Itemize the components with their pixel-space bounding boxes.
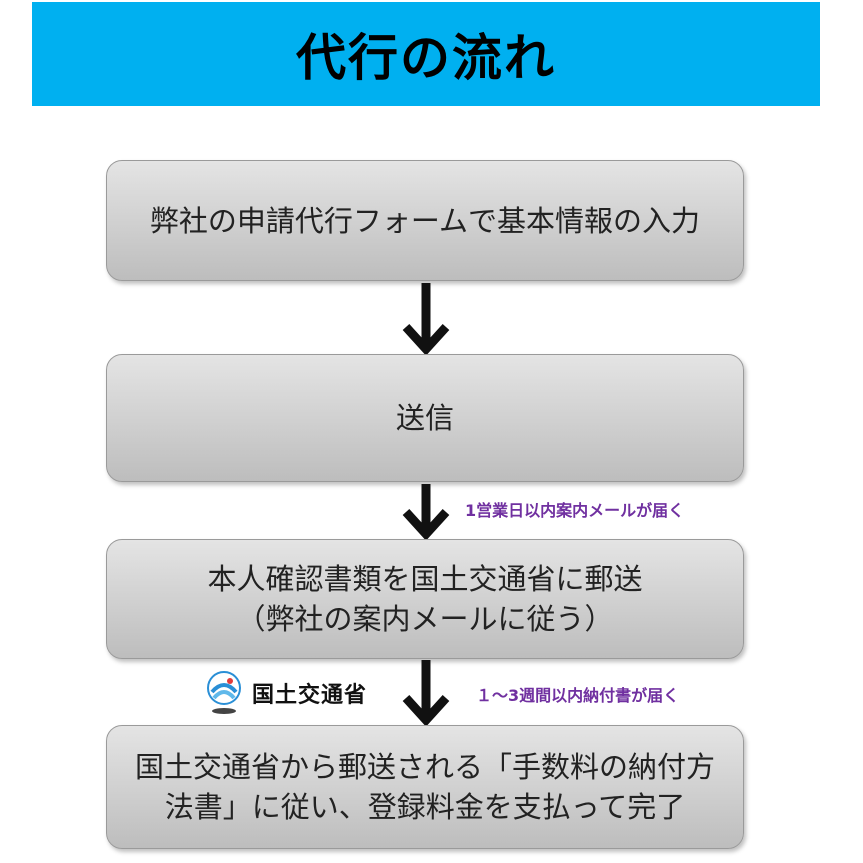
step-4-line-1: 国土交通省から郵送される「手数料の納付方	[134, 750, 715, 784]
step-2-line-1: 送信	[395, 401, 454, 435]
header-banner: 代行の流れ	[32, 2, 820, 106]
down-arrow-icon	[402, 484, 450, 540]
step-3-line-1: 本人確認書類を国土交通省に郵送	[207, 562, 643, 596]
down-arrow-icon	[402, 283, 450, 355]
page-title: 代行の流れ	[296, 29, 556, 87]
down-arrow-icon	[402, 660, 450, 726]
flow-step-2: 送信	[106, 354, 744, 482]
note-payment-slip: １～3週間以内納付書が届く	[476, 686, 680, 705]
mlit-logo-text: 国土交通省	[252, 683, 368, 708]
mlit-logo: 国土交通省	[204, 670, 367, 716]
step-4-line-2: 法書」に従い、登録料金を支払って完了	[164, 790, 686, 824]
flow-step-3: 本人確認書類を国土交通省に郵送 （弊社の案内メールに従う）	[106, 539, 744, 659]
flow-step-4: 国土交通省から郵送される「手数料の納付方 法書」に従い、登録料金を支払って完了	[106, 725, 744, 849]
step-1-line-1: 弊社の申請代行フォームで基本情報の入力	[149, 203, 701, 238]
mlit-logo-icon	[207, 671, 241, 714]
step-3-line-2: （弊社の案内メールに従う）	[236, 602, 614, 636]
flow-step-1: 弊社の申請代行フォームで基本情報の入力	[106, 160, 744, 281]
note-guide-email: 1営業日以内案内メールが届く	[465, 501, 685, 520]
